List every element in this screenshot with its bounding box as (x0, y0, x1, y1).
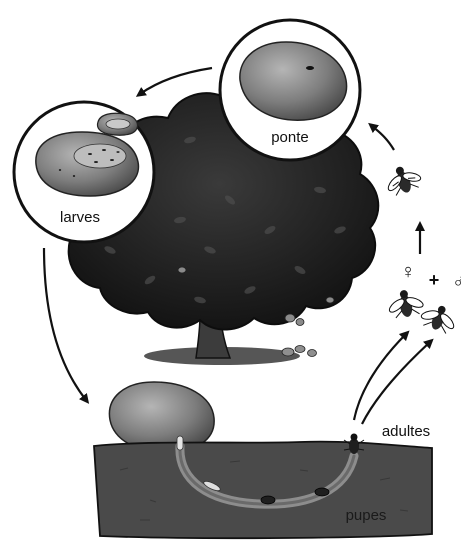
male-symbol: ♂ (452, 271, 461, 293)
ponte-label: ponte (271, 129, 309, 146)
arrow-ponte-to-larves (140, 68, 212, 94)
female-fly (385, 287, 427, 320)
arrow-fly-to-ponte (372, 126, 394, 150)
fallen-fruit-on-ground (109, 382, 214, 452)
pupes-label: pupes (346, 507, 387, 524)
flying-female-fly (381, 161, 426, 199)
arrow-emergence-2 (362, 342, 430, 424)
adultes-label: adultes (382, 423, 430, 440)
plus-sign: + (429, 270, 440, 290)
pupa-1 (261, 496, 275, 504)
female-symbol: ♀ (401, 261, 416, 283)
larves-label: larves (60, 209, 100, 226)
arrow-emergence-1 (354, 334, 406, 420)
larva-entering-soil (177, 436, 183, 450)
larves-small-fruit-cut (106, 119, 130, 129)
soil-section: pupes (94, 382, 432, 538)
larves-fruit-rotten-area (74, 144, 126, 168)
egg-laying-stage: ponte (220, 20, 360, 160)
larvae-stage: larves (14, 102, 154, 242)
pupa-2 (315, 488, 329, 496)
oviposition-mark (306, 66, 314, 70)
